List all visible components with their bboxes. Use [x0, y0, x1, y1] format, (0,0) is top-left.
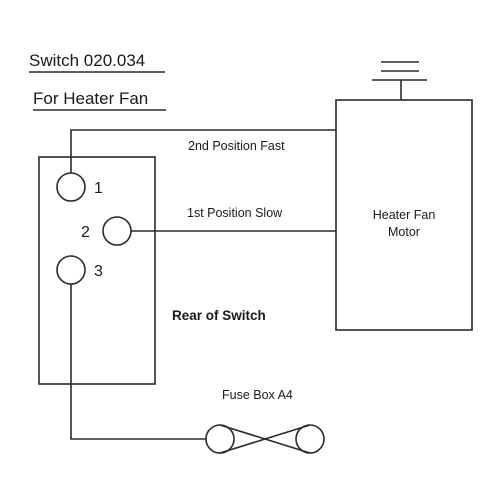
motor-label-line-2: Motor: [388, 225, 420, 239]
fuse-icon: [205, 424, 325, 454]
wire-label-fast: 2nd Position Fast: [188, 139, 285, 153]
terminal-1-label: 1: [94, 180, 103, 197]
heater-fan-motor-box: [335, 99, 473, 331]
wire-label-slow: 1st Position Slow: [187, 206, 283, 220]
terminal-2-label: 2: [81, 224, 90, 241]
terminal-1: [56, 172, 86, 202]
title-line-1: Switch 020.034: [29, 51, 145, 70]
title-line-2: For Heater Fan: [33, 89, 148, 108]
terminal-3-label: 3: [94, 263, 103, 280]
motor-label-line-1: Heater Fan: [373, 208, 436, 222]
switch-rear-box: [38, 156, 156, 385]
terminal-3: [56, 255, 86, 285]
wire-2nd-position-fast: [70, 129, 336, 173]
ground-icon: [372, 61, 427, 100]
terminal-2: [102, 216, 132, 246]
wire-to-fuse-box: [70, 284, 206, 440]
fuse-label: Fuse Box A4: [222, 388, 293, 402]
switch-caption: Rear of Switch: [172, 308, 266, 323]
